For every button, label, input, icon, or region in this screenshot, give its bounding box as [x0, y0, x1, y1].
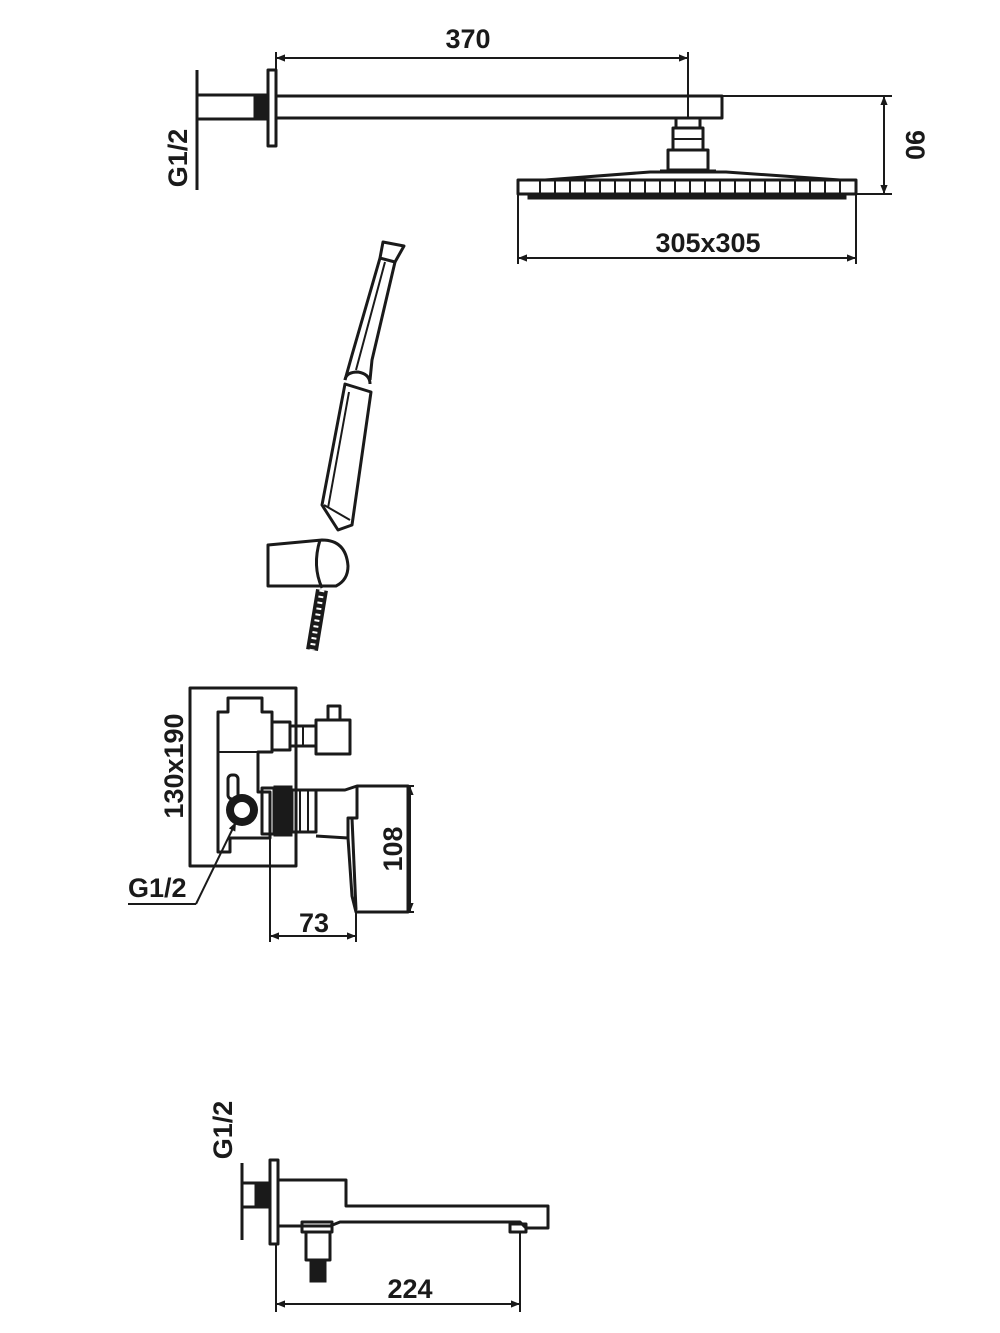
shower-arm — [274, 94, 724, 120]
bath-spout-assembly: G1/2 224 — [208, 1101, 550, 1312]
mixer-valve-body — [216, 696, 274, 854]
mixer-embedded-box — [188, 686, 298, 868]
mixer-inlet-leader — [128, 821, 237, 905]
head-size-dimension — [517, 194, 857, 264]
hand-shower-assembly — [266, 240, 406, 651]
head-size-label: 305x305 — [655, 228, 760, 258]
mixer-cartridge — [260, 785, 318, 837]
mixer-assembly: 130x190 108 73 G1/2 — [128, 686, 414, 942]
hand-shower-head — [343, 257, 397, 381]
arm-length-dimension — [275, 52, 689, 118]
hand-shower-handle — [320, 382, 373, 532]
spout-length-label: 224 — [387, 1274, 432, 1304]
hand-shower-tip — [378, 240, 406, 264]
spout-aerator — [508, 1222, 528, 1234]
mixer-box-size-label: 130x190 — [159, 713, 189, 818]
mixer-height-label: 108 — [378, 826, 408, 871]
mixer-inlet-label: G1/2 — [128, 873, 187, 903]
spout-thread — [255, 1181, 271, 1209]
rain-shower-head — [516, 170, 858, 200]
spout-inlet-label: G1/2 — [208, 1101, 238, 1160]
rain-shower-inlet-stub — [195, 93, 257, 121]
mixer-depth-dimension — [269, 838, 357, 942]
shower-height-label: 90 — [900, 130, 930, 160]
arm-length-label: 370 — [445, 24, 490, 54]
diverter-connector — [270, 720, 318, 752]
spout-length-dimension — [275, 1232, 521, 1312]
rain-shower-assembly: 370 90 305x305 G1/2 — [163, 24, 930, 264]
hand-shower-holder — [266, 538, 350, 589]
shower-height-dimension — [722, 95, 892, 195]
hand-shower-hose — [306, 589, 328, 651]
mixer-depth-label: 73 — [299, 908, 329, 938]
spout-diverter — [300, 1220, 334, 1283]
shower-head-connector — [660, 116, 716, 173]
spout-inlet-stub — [240, 1181, 258, 1209]
mixer-height-dimension — [406, 785, 414, 913]
rain-shower-inlet-label: G1/2 — [163, 129, 193, 188]
diverter-knob — [314, 704, 352, 756]
